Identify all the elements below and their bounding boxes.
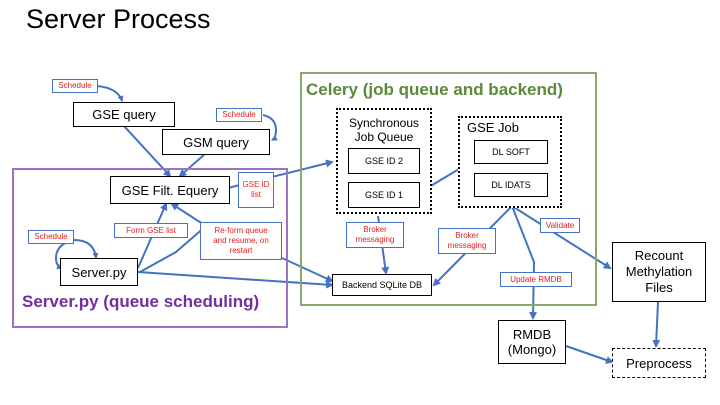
schedule-label-text: Schedule: [34, 232, 68, 241]
recount-node: Recount Methylation Files: [612, 242, 706, 302]
preprocess-node: Preprocess: [612, 348, 706, 378]
schedule-label-text: Schedule: [58, 81, 92, 90]
broker-messaging-text: Broker messaging: [355, 225, 395, 244]
rmdb-node: RMDB (Mongo): [498, 320, 566, 364]
backend-db-node: Backend SQLite DB: [332, 274, 432, 296]
gse-id-list-label: GSE ID list: [238, 172, 274, 208]
backend-db-text: Backend SQLite DB: [341, 280, 423, 290]
gse-job-item-text: DL IDATS: [491, 180, 531, 190]
sync-queue-item: GSE ID 1: [348, 182, 420, 208]
schedule-label: Schedule: [28, 230, 74, 244]
celery-frame: [300, 72, 597, 306]
page-title: Server Process: [26, 4, 211, 34]
update-rmdb-text: Update RMDB: [510, 274, 562, 284]
broker-messaging-text: Broker messaging: [447, 231, 487, 250]
reform-queue-label: Re-form queue and resume, on restart: [200, 222, 282, 260]
form-gse-list-text: Form GSE list: [126, 225, 176, 235]
schedule-label-text: Schedule: [222, 110, 256, 119]
gse-job-title: GSE Job: [466, 120, 520, 135]
rmdb-text: RMDB (Mongo): [507, 327, 557, 357]
gse-job-item: DL SOFT: [474, 140, 548, 164]
schedule-loop-gse-query: [96, 85, 124, 102]
form-gse-list-label: Form GSE list: [114, 223, 188, 238]
gse-id-list-text: GSE ID list: [242, 180, 270, 199]
validate-text: Validate: [545, 220, 575, 230]
broker-messaging-label: Broker messaging: [438, 228, 496, 254]
sync-queue-item-text: GSE ID 1: [364, 190, 403, 200]
validate-label: Validate: [540, 218, 580, 233]
sync-queue-title: Synchronous Job Queue: [348, 116, 420, 144]
update-rmdb-label: Update RMDB: [500, 272, 572, 287]
gse-job-item-text: DL SOFT: [492, 147, 530, 157]
server-py-node: Server.py: [60, 258, 138, 286]
arrow-rmdb-to-preprocess: [565, 345, 614, 364]
gse-query-node: GSE query: [73, 102, 175, 127]
gse-query-text: GSE query: [92, 107, 156, 122]
gsm-query-text: GSM query: [183, 134, 249, 150]
server-frame-title: Server.py (queue scheduling): [22, 292, 260, 311]
server-frame: [12, 168, 288, 328]
gse-job-item: DL IDATS: [474, 173, 548, 197]
gse-filt-text: GSE Filt. Equery: [121, 182, 219, 198]
broker-messaging-label: Broker messaging: [346, 222, 404, 248]
sync-queue-item-text: GSE ID 2: [364, 156, 403, 166]
celery-frame-title: Celery (job queue and backend): [306, 80, 563, 99]
sync-queue-item: GSE ID 2: [348, 148, 420, 174]
schedule-label: Schedule: [216, 108, 262, 122]
reform-queue-text: Re-form queue and resume, on restart: [213, 226, 269, 255]
gsm-query-node: GSM query: [162, 129, 270, 155]
schedule-label: Schedule: [52, 79, 98, 93]
preprocess-text: Preprocess: [626, 355, 692, 371]
arrow-recount-to-preprocess: [652, 301, 661, 348]
gse-filt-node: GSE Filt. Equery: [110, 176, 230, 204]
server-py-text: Server.py: [71, 264, 127, 280]
recount-text: Recount Methylation Files: [625, 248, 693, 295]
